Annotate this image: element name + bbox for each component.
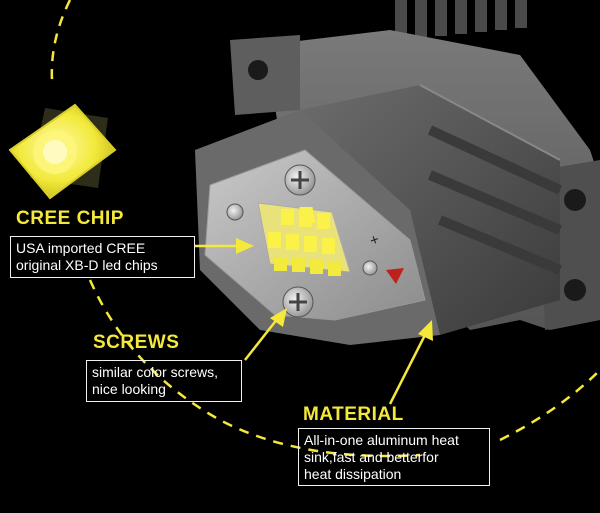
screws-line-1: similar color screws, — [92, 364, 219, 380]
dashed-circle-decoration — [50, 0, 600, 458]
material-line-3: heat dissipation — [304, 466, 402, 482]
callout-arrows — [195, 238, 433, 405]
cree-chip-description: USA imported CREE original XB-D led chip… — [10, 236, 195, 278]
top-screw-icon — [284, 164, 316, 196]
cree-chip-line-1: USA imported CREE — [16, 240, 146, 256]
mount-pin-icon-right — [362, 260, 378, 276]
material-description: All-in-one aluminum heat sink,fast and b… — [298, 428, 490, 486]
cree-chip-closeup-icon — [8, 103, 117, 200]
led-chip-array — [257, 202, 351, 276]
material-title: MATERIAL — [303, 404, 404, 425]
cree-chip-line-2: original XB-D led chips — [16, 257, 158, 273]
cree-chip-title: CREE CHIP — [16, 208, 124, 229]
screws-line-2: nice looking — [92, 381, 166, 397]
heat-sink-fins — [395, 0, 527, 40]
material-line-1: All-in-one aluminum heat — [304, 432, 459, 448]
red-marker-icon — [386, 268, 404, 284]
mount-pin-icon — [226, 203, 244, 221]
screws-description: similar color screws, nice looking — [86, 360, 242, 402]
bottom-screw-icon — [282, 286, 314, 318]
material-line-2: sink,fast and betterfor — [304, 449, 439, 465]
screws-title: SCREWS — [93, 332, 180, 353]
